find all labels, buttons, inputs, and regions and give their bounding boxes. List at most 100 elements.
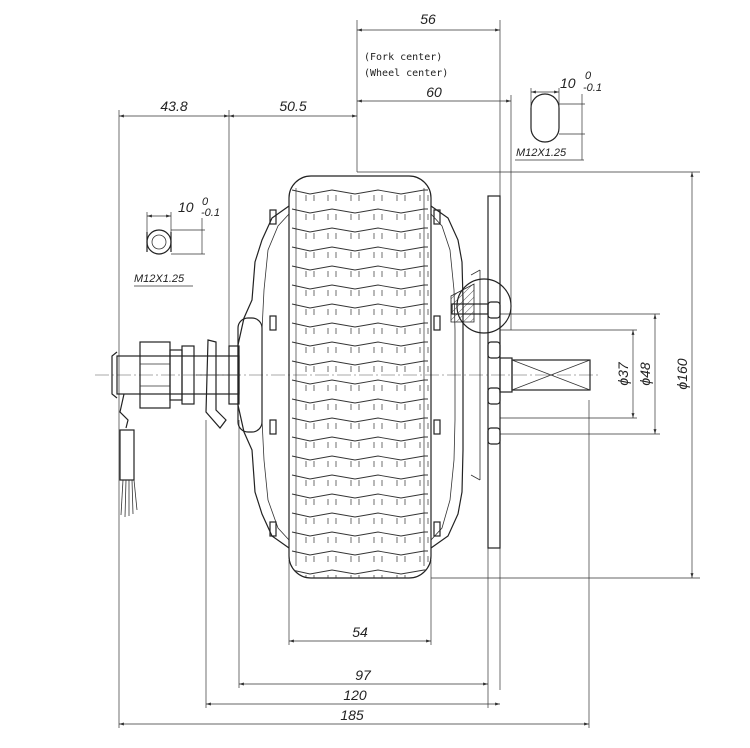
tread-groove [305, 366, 315, 372]
tread-groove [419, 309, 429, 315]
tread-groove [350, 214, 360, 220]
tread-groove [419, 423, 429, 429]
dim-120-label: 120 [343, 687, 367, 703]
tread-groove [419, 347, 429, 353]
tread-groove [350, 328, 360, 334]
tread-groove [350, 195, 360, 201]
tread-groove [291, 455, 428, 461]
tread-groove [350, 537, 360, 543]
tread-groove [396, 328, 406, 334]
tread-groove [419, 575, 429, 578]
right-detail-tol-upper: 0 [585, 70, 592, 82]
tread-groove [350, 556, 360, 562]
tread-groove [373, 271, 383, 277]
tread-groove [419, 404, 429, 410]
tread-groove [291, 246, 428, 252]
tread-groove [373, 518, 383, 524]
tread-groove [396, 442, 406, 448]
right-detail-thread: M12X1.25 [516, 147, 567, 159]
tread-groove [396, 480, 406, 486]
tread-groove [327, 537, 337, 543]
tread-groove [327, 518, 337, 524]
dim-phi160-label: ϕ160 [674, 358, 690, 389]
tread-groove [350, 366, 360, 372]
tread-groove [327, 252, 337, 258]
tread-groove [396, 385, 406, 391]
tread-groove [396, 347, 406, 353]
tread-groove [373, 252, 383, 258]
tread-groove [305, 271, 315, 277]
tread-groove [419, 328, 429, 334]
tread-groove [419, 461, 429, 467]
tread-groove [327, 423, 337, 429]
left-axle-assembly [111, 317, 263, 433]
dim-60-label: 60 [426, 84, 442, 100]
tread-groove [327, 271, 337, 277]
tread-groove [373, 499, 383, 505]
tread-groove [291, 417, 428, 423]
tread-groove [291, 360, 428, 366]
tread-groove [373, 537, 383, 543]
left-detail-tol-upper: 0 [202, 196, 209, 208]
tread-groove [291, 303, 428, 309]
tread-groove [396, 537, 406, 543]
tread-groove [305, 347, 315, 353]
tread-groove [373, 290, 383, 296]
tread-groove [419, 366, 429, 372]
tread-groove [327, 556, 337, 562]
tread-groove [396, 423, 406, 429]
tread-groove [373, 347, 383, 353]
tread-groove [350, 347, 360, 353]
tread-groove [373, 309, 383, 315]
left-detail-thread: M12X1.25 [134, 273, 185, 285]
extension-lines [118, 20, 700, 728]
tread-groove [327, 461, 337, 467]
dim-185-label: 185 [340, 707, 364, 723]
tread-groove [373, 385, 383, 391]
tread-groove [350, 271, 360, 277]
tread-groove [291, 474, 428, 480]
dim-54-label: 54 [352, 624, 368, 640]
tread-groove [396, 214, 406, 220]
tread-groove [373, 214, 383, 220]
fork-center-note: (Fork center) [364, 52, 442, 63]
tread-groove [327, 480, 337, 486]
wheel-center-note: (Wheel center) [364, 68, 448, 79]
tread-groove [396, 271, 406, 277]
tread-groove [327, 442, 337, 448]
tread-groove [373, 423, 383, 429]
tread-groove [327, 366, 337, 372]
tread-groove [396, 195, 406, 201]
right-detail-tol-lower: -0.1 [583, 82, 602, 94]
dim-phi48-label: ϕ48 [637, 362, 653, 386]
tread-groove [419, 214, 429, 220]
tread-groove [350, 575, 360, 578]
tread-groove [305, 556, 315, 562]
tread-groove [419, 271, 429, 277]
tread-groove [350, 252, 360, 258]
tread-groove [291, 379, 428, 385]
tread-groove [396, 309, 406, 315]
tread-groove [373, 366, 383, 372]
tread-groove [350, 442, 360, 448]
dim-56-label: 56 [420, 11, 436, 27]
tread-groove [396, 556, 406, 562]
motor-housing [237, 205, 464, 549]
left-axle-section-detail: 10 0 -0.1 M12X1.25 [134, 196, 220, 287]
tread-groove [373, 195, 383, 201]
tread-groove [305, 309, 315, 315]
tread-groove [305, 328, 315, 334]
tread-groove [350, 499, 360, 505]
tread-groove [305, 385, 315, 391]
tread-groove [350, 423, 360, 429]
tread-groove [305, 499, 315, 505]
tread-groove [350, 404, 360, 410]
tread-groove [305, 518, 315, 524]
tread-groove [373, 233, 383, 239]
brake-disc [450, 195, 512, 549]
tread-groove [291, 569, 428, 575]
tread-groove [291, 550, 428, 556]
tread-groove [305, 442, 315, 448]
